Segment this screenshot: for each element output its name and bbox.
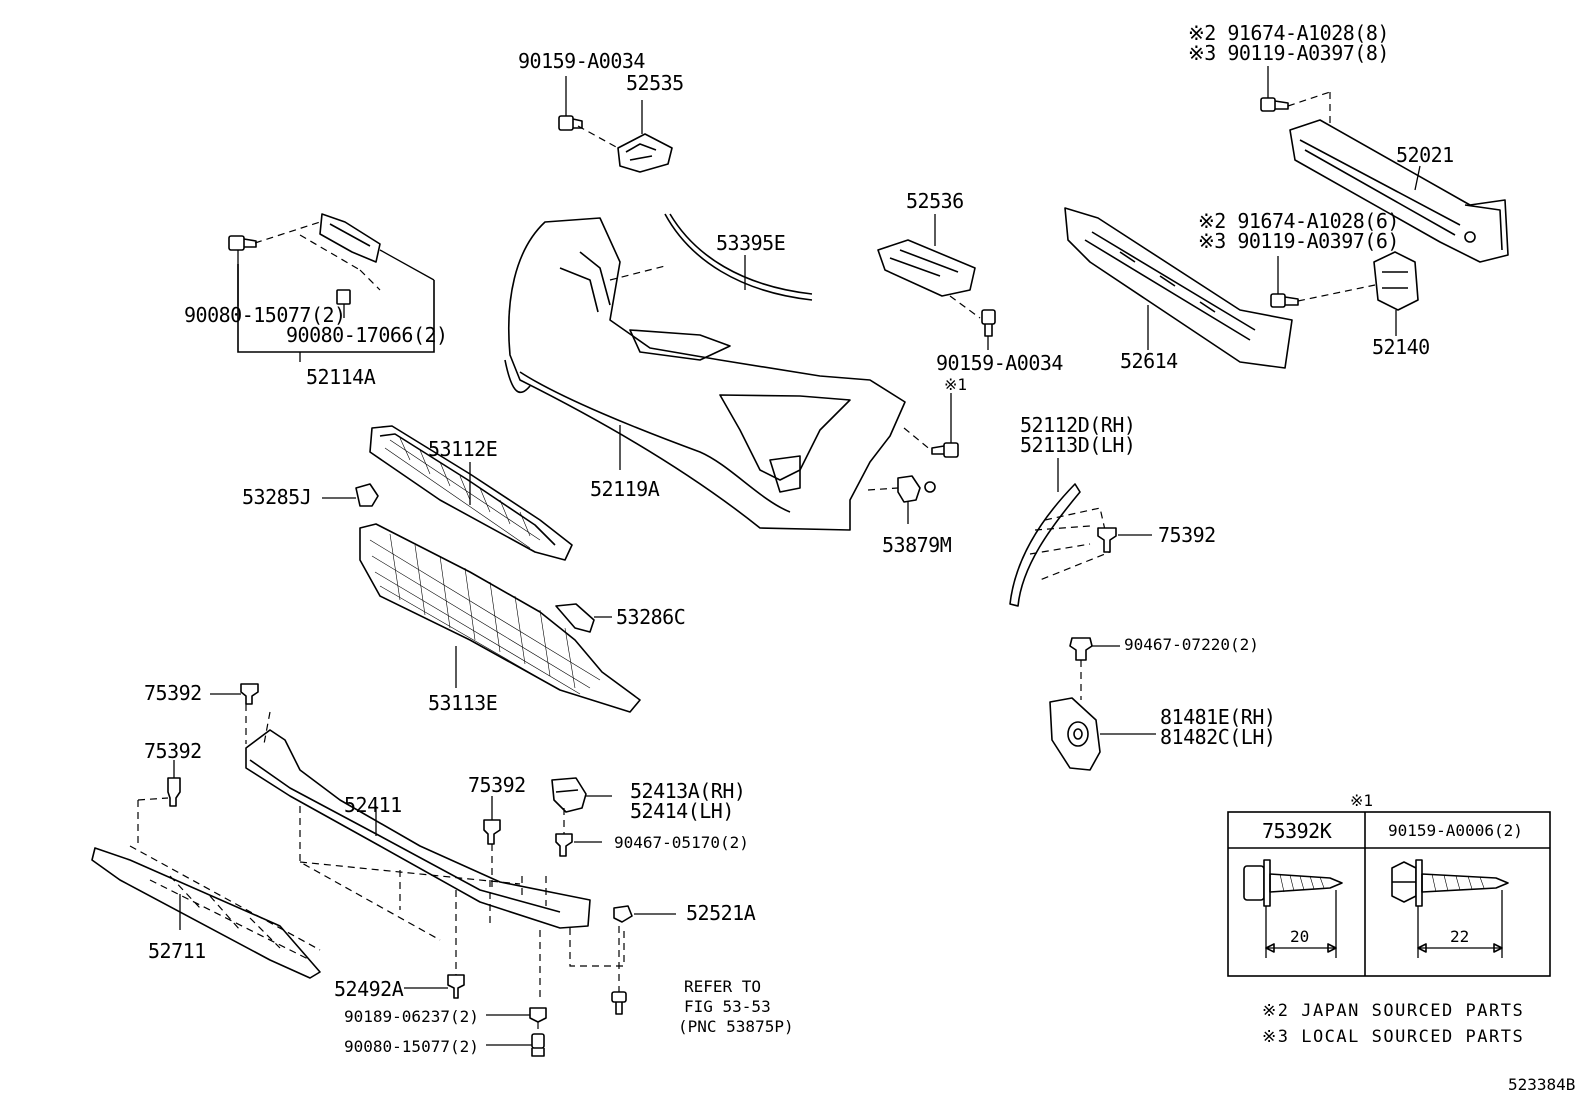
absorber-52614-drawing	[1064, 207, 1293, 369]
bolt-90159-A0034-top-drawing	[558, 76, 583, 131]
bracket-52536-drawing	[877, 214, 981, 319]
clip-90467-07220-drawing	[1069, 637, 1120, 700]
label-90080-15077-top: 90080-15077(2)	[184, 303, 346, 327]
screw-90159-A0006-drawing	[1391, 859, 1509, 958]
label-52413A-RH: 52413A(RH)	[630, 779, 745, 803]
label-52535: 52535	[626, 71, 684, 95]
label-52614: 52614	[1120, 349, 1178, 373]
label-52113D-LH: 52113D(LH)	[1020, 433, 1135, 457]
label-52021: 52021	[1396, 143, 1454, 167]
nut-52521A-drawing	[521, 876, 676, 967]
screw-note1-drawing	[903, 393, 959, 458]
label-53113E: 53113E	[428, 691, 497, 715]
screw-75392K-drawing	[1243, 859, 1343, 958]
label-90080-17066: 90080-17066(2)	[286, 323, 448, 347]
grille-53113E-drawing	[359, 523, 641, 713]
label-75392-left: 75392	[144, 739, 202, 763]
label-note3-90119-A0397-8: ※3 90119-A0397(8)	[1188, 41, 1389, 65]
label-52119A: 52119A	[590, 477, 660, 501]
label-75392-upper-left: 75392	[144, 681, 202, 705]
bolt-91674-A1028-top-drawing	[1260, 66, 1331, 125]
label-75392-right: 75392	[1158, 523, 1216, 547]
label-fig-53-53: FIG 53-53	[684, 997, 771, 1016]
clip-75392-center-drawing	[483, 796, 501, 892]
grille-53112E-drawing	[369, 425, 573, 561]
note-local-sourced: ※3 LOCAL SOURCED PARTS	[1262, 1027, 1524, 1047]
label-90159-A0034-mid: 90159-A0034	[936, 351, 1063, 375]
label-90159-A0034-top: 90159-A0034	[518, 49, 645, 73]
label-note2-91674-A1028-6: ※2 91674-A1028(6)	[1198, 209, 1399, 233]
label-52711: 52711	[148, 939, 206, 963]
label-75392-center: 75392	[468, 773, 526, 797]
label-52112D-RH: 52112D(RH)	[1020, 413, 1135, 437]
legend-table	[1227, 811, 1551, 977]
label-52536: 52536	[906, 189, 964, 213]
figure-id: 523384B	[1508, 1075, 1575, 1094]
label-52140: 52140	[1372, 335, 1430, 359]
bracket-52140-drawing	[1373, 251, 1419, 336]
label-note3-90119-A0397-6: ※3 90119-A0397(6)	[1198, 229, 1399, 253]
legend-col1-header: 75392K	[1262, 819, 1332, 843]
trim-53395E-drawing	[609, 213, 813, 301]
bolt-90159-A0034-mid-drawing	[981, 309, 996, 350]
clip-75392-left-drawing	[137, 760, 181, 846]
label-53286C: 53286C	[616, 605, 685, 629]
liner-52112D-drawing	[1009, 458, 1111, 607]
label-90080-15077-bottom: 90080-15077(2)	[344, 1037, 479, 1056]
bracket-52114A-drawing	[237, 213, 435, 362]
reinforcement-52021-drawing	[1289, 119, 1509, 263]
label-52521A: 52521A	[686, 901, 756, 925]
legend-col2-dimension: 22	[1450, 927, 1469, 946]
label-note2-91674-A1028-8: ※2 91674-A1028(8)	[1188, 21, 1389, 45]
bracket-52535-drawing	[577, 100, 673, 173]
bolt-91674-A1028-mid-drawing	[1270, 256, 1376, 308]
clip-53879M-drawing	[867, 475, 936, 524]
spoiler-52411-drawing	[245, 729, 591, 1000]
label-52114A: 52114A	[306, 365, 376, 389]
label-52411: 52411	[344, 793, 402, 817]
label-90189-06237: 90189-06237(2)	[344, 1007, 479, 1026]
label-81482C-LH: 81482C(LH)	[1160, 725, 1275, 749]
bolt-refer-fig-53-53-drawing	[611, 926, 627, 1015]
label-90467-05170: 90467-05170(2)	[614, 833, 749, 852]
cap-53286C-drawing	[555, 603, 612, 633]
bracket-81481E-drawing	[1049, 697, 1156, 771]
label-53285J: 53285J	[242, 485, 311, 509]
label-52492A: 52492A	[334, 977, 404, 1001]
label-53112E: 53112E	[428, 437, 497, 461]
label-81481E-RH: 81481E(RH)	[1160, 705, 1275, 729]
bumper-cover-52119A-drawing	[504, 217, 906, 531]
label-53395E: 53395E	[716, 231, 785, 255]
label-note1-mid: ※1	[944, 375, 967, 394]
clip-75392-right-drawing	[1097, 527, 1152, 553]
note-japan-sourced: ※2 JAPAN SOURCED PARTS	[1262, 1001, 1524, 1021]
label-90467-07220: 90467-07220(2)	[1124, 635, 1259, 654]
label-53879M: 53879M	[882, 533, 952, 557]
label-refer-to: REFER TO	[684, 977, 761, 996]
clip-75392-upper-left-drawing	[210, 683, 271, 745]
legend-col2-header: 90159-A0006(2)	[1388, 821, 1523, 840]
strip-52711-drawing	[91, 845, 321, 979]
bolt-90080-15077-top-drawing	[228, 235, 257, 306]
bolt-90080-15077-bottom-drawing	[486, 1022, 545, 1057]
legend-note-mark: ※1	[1350, 791, 1373, 810]
label-52414-LH: 52414(LH)	[630, 799, 734, 823]
legend-col1-dimension: 20	[1290, 927, 1309, 946]
clip-90467-05170-drawing	[555, 808, 602, 857]
bolt-52492A-drawing	[404, 974, 465, 999]
clip-53285J-drawing	[322, 483, 379, 507]
clip-90189-06237-drawing	[486, 1007, 547, 1023]
label-pnc-53875P: (PNC 53875P)	[678, 1017, 794, 1036]
bracket-52413A-drawing	[551, 777, 612, 813]
